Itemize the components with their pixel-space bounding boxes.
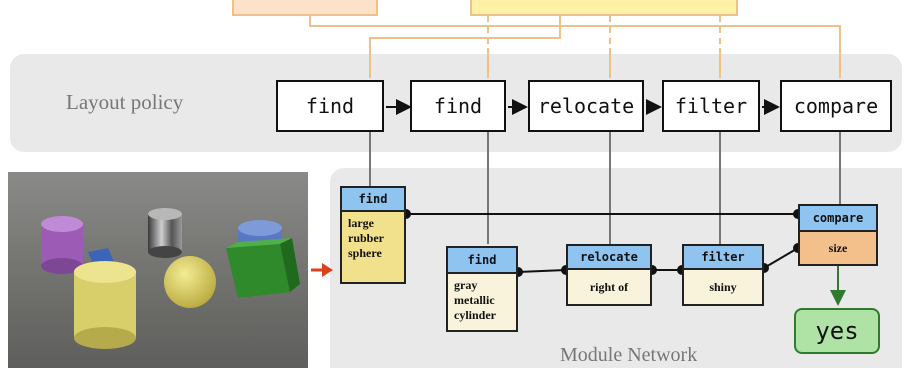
module-find-2-arg-2: metallic bbox=[454, 293, 495, 307]
policy-module-find-1: find bbox=[276, 80, 384, 132]
module-find-2-arg-3: cylinder bbox=[454, 308, 496, 322]
question-encoding-bar bbox=[470, 0, 738, 16]
module-find-1-head: find bbox=[340, 186, 406, 212]
policy-module-filter: filter bbox=[662, 80, 760, 132]
layout-policy-label: Layout policy bbox=[66, 90, 184, 114]
module-find-1-arg-3: sphere bbox=[348, 246, 382, 260]
scene-image bbox=[8, 172, 308, 368]
policy-module-relocate: relocate bbox=[528, 80, 644, 132]
module-compare-head: compare bbox=[798, 204, 878, 232]
module-relocate-head: relocate bbox=[566, 244, 652, 270]
module-find-2-args: gray metallic cylinder bbox=[446, 274, 518, 332]
module-find-2-arg-1: gray bbox=[454, 278, 478, 292]
answer-output: yes bbox=[794, 308, 880, 354]
module-find-2-head: find bbox=[446, 246, 518, 274]
module-compare-args: size bbox=[798, 232, 878, 266]
module-network-label: Module Network bbox=[560, 344, 698, 366]
module-filter-args: shiny bbox=[682, 270, 764, 306]
scene-objects bbox=[41, 208, 300, 349]
question-token-bar bbox=[232, 0, 378, 16]
module-filter-head: filter bbox=[682, 244, 764, 270]
module-find-1-args: large rubber sphere bbox=[340, 212, 406, 284]
module-find-1-arg-1: large bbox=[348, 216, 374, 230]
module-find-1-arg-2: rubber bbox=[348, 231, 384, 245]
policy-module-find-2: find bbox=[410, 80, 506, 132]
module-relocate-args: right of bbox=[566, 270, 652, 306]
policy-module-compare: compare bbox=[780, 80, 892, 132]
